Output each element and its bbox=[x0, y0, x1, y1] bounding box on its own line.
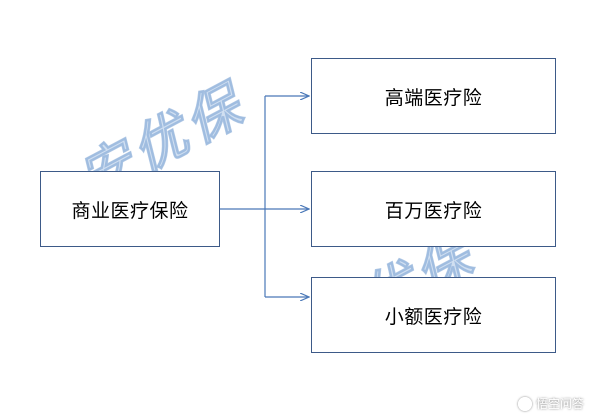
node-root: 商业医疗保险 bbox=[40, 171, 220, 247]
node-child-label: 百万医疗险 bbox=[384, 199, 483, 222]
node-child-label: 小额医疗险 bbox=[384, 305, 483, 328]
source-watermark-text: 悟空问答 bbox=[535, 397, 584, 411]
app-logo-icon bbox=[517, 396, 532, 411]
node-child-small: 小额医疗险 bbox=[311, 277, 556, 353]
node-child-million: 百万医疗险 bbox=[311, 171, 556, 247]
source-watermark: 悟空问答 bbox=[517, 395, 584, 412]
node-root-label: 商业医疗保险 bbox=[71, 199, 189, 222]
node-child-label: 高端医疗险 bbox=[384, 86, 483, 109]
node-child-high-end: 高端医疗险 bbox=[311, 58, 556, 134]
